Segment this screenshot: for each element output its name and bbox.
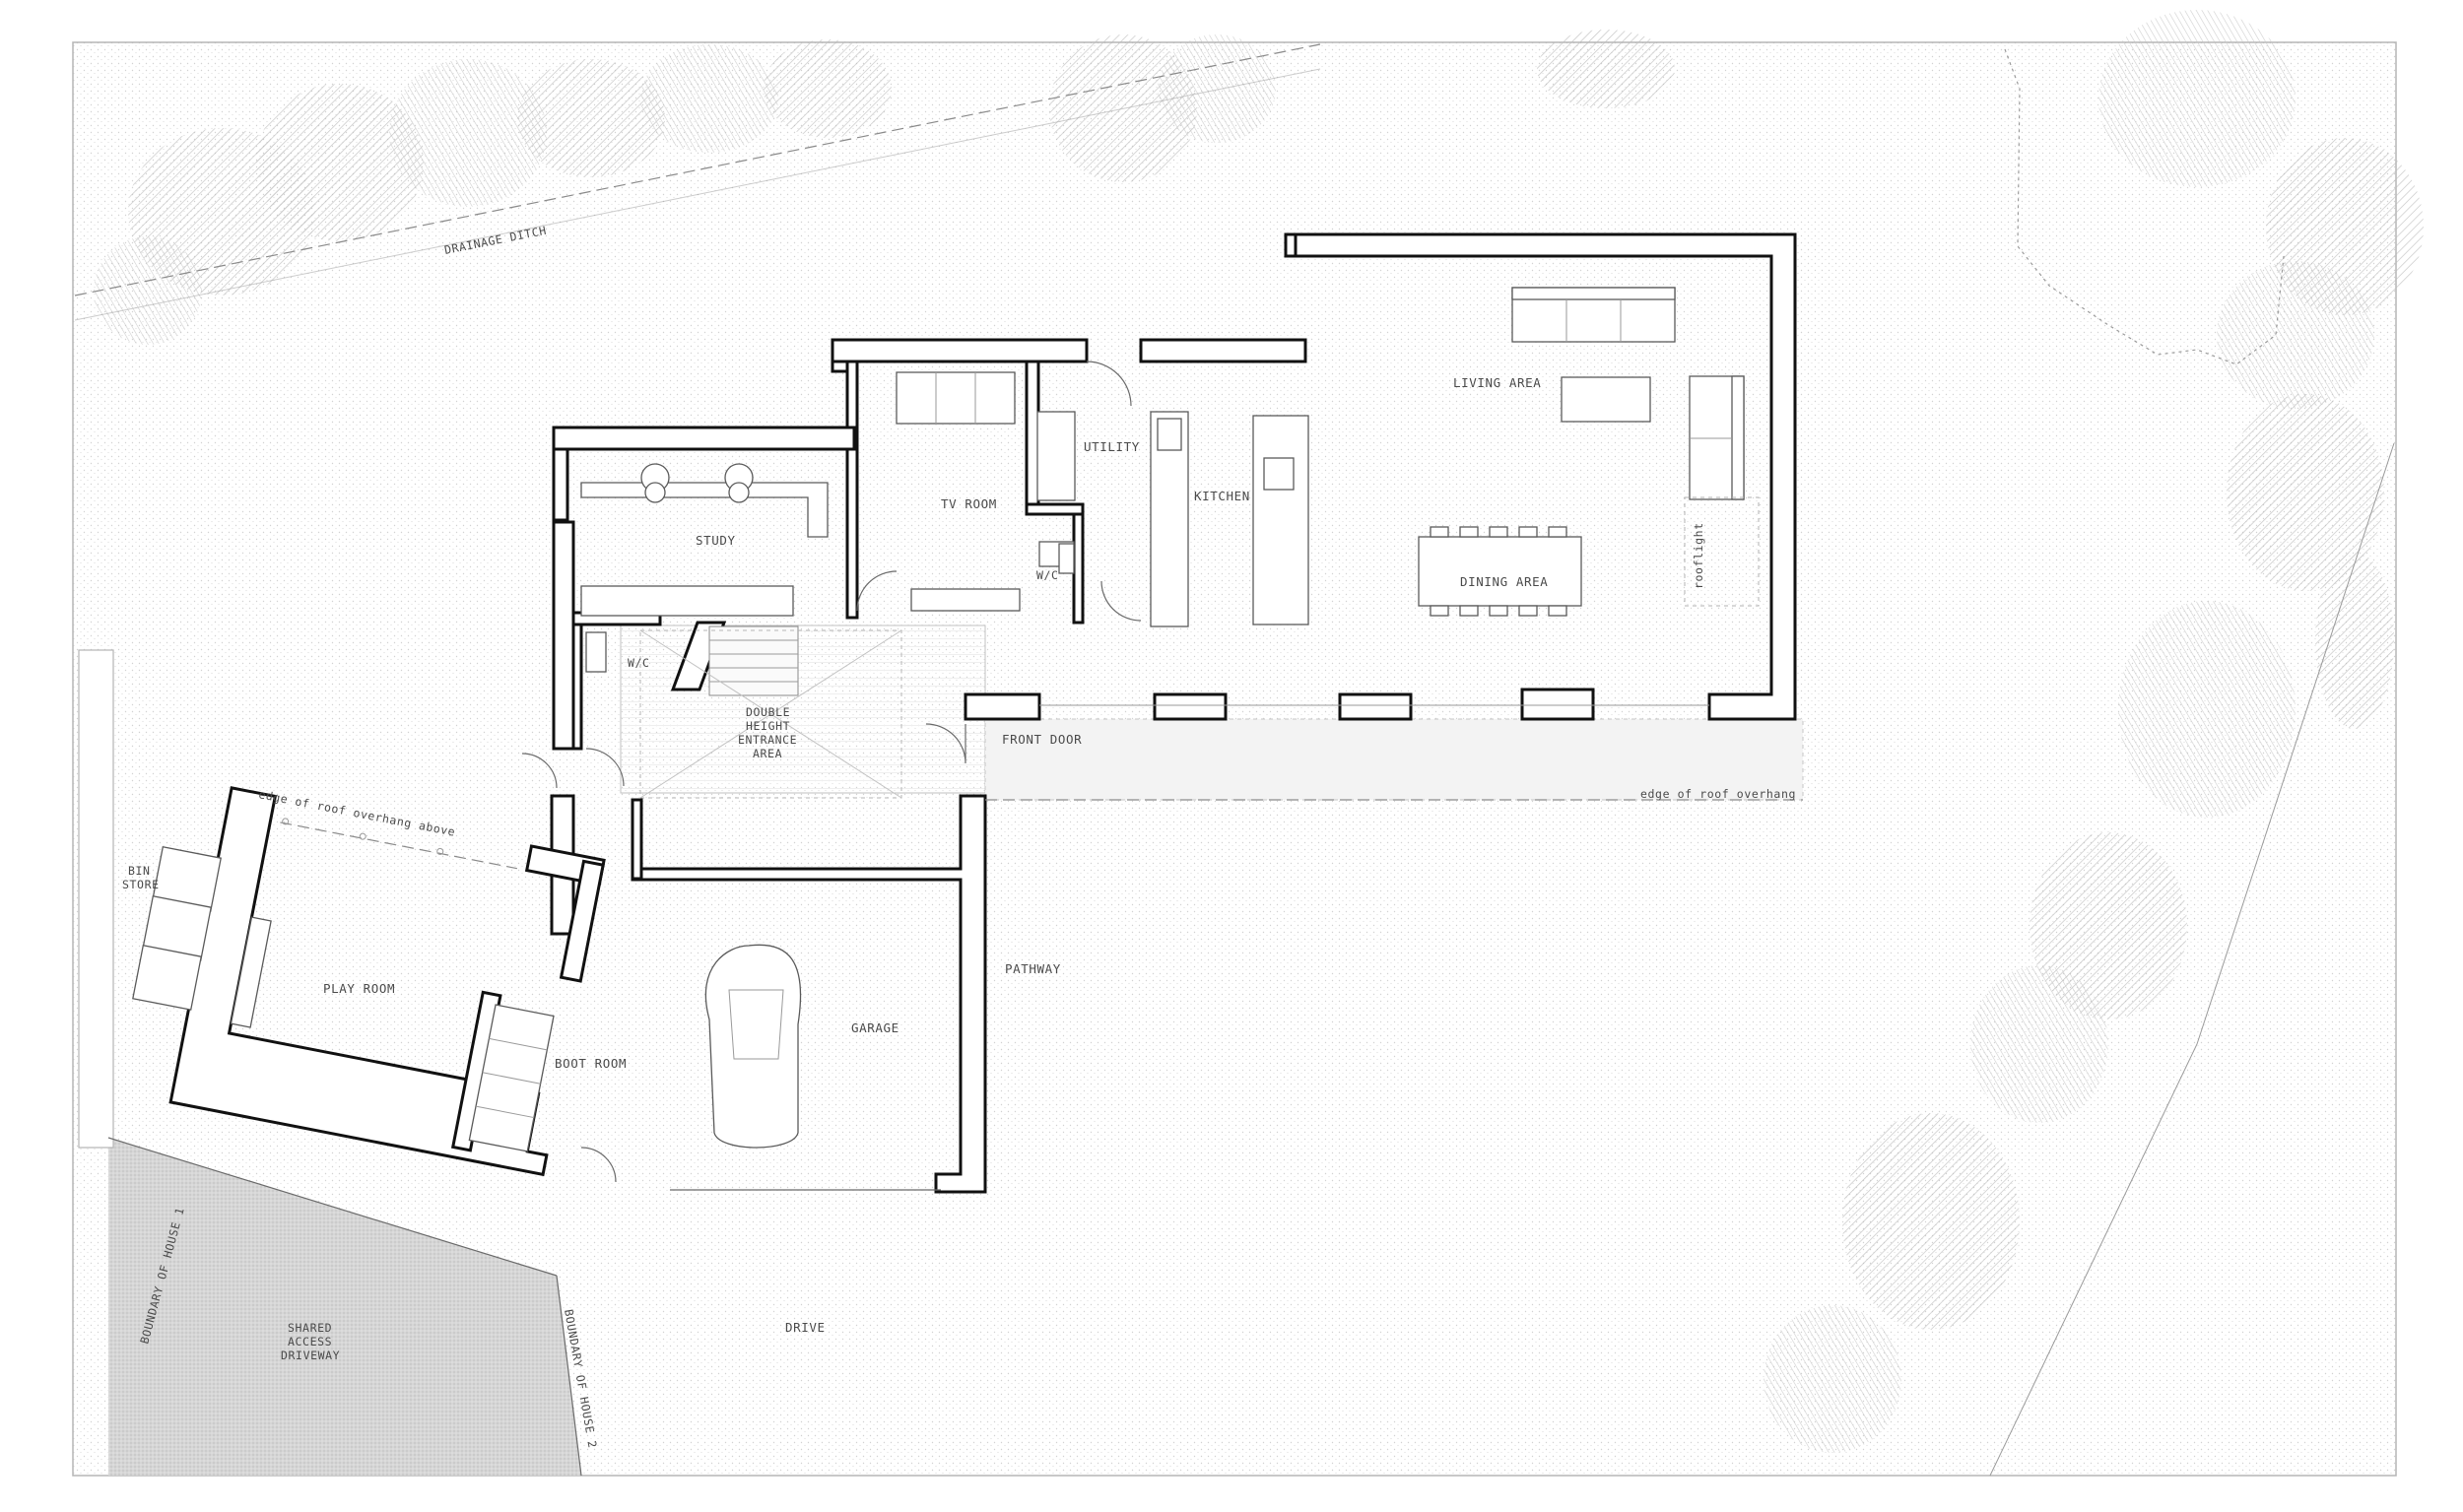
- shared-driveway-label-1: SHARED: [288, 1321, 332, 1335]
- entrance-label-4: AREA: [753, 747, 782, 760]
- site-boundary: [1989, 442, 2395, 1477]
- bin-store-label-1: BIN: [128, 864, 151, 878]
- wc-upper-label: W/C: [628, 656, 650, 670]
- tv-room-label: TV ROOM: [941, 496, 997, 511]
- neighbour-edge: [78, 649, 114, 1149]
- garage-label: GARAGE: [851, 1020, 899, 1035]
- dining-area-label: DINING AREA: [1460, 574, 1548, 589]
- drive-label: DRIVE: [785, 1320, 826, 1335]
- pathway-label: PATHWAY: [1005, 961, 1061, 976]
- shared-driveway-surface: [108, 1138, 581, 1476]
- boundary-line-house-1: [107, 1137, 558, 1277]
- play-room-label: PLAY ROOM: [323, 981, 395, 996]
- furniture: [580, 287, 1760, 1191]
- bin-store-label-2: STORE: [122, 878, 160, 891]
- tree-canopies: [94, 10, 2424, 1453]
- entrance-label-3: ENTRANCE: [738, 733, 797, 747]
- door-swings: [521, 361, 1142, 1183]
- entrance-label-1: DOUBLE: [746, 705, 790, 719]
- shared-driveway-label-3: DRIVEWAY: [281, 1348, 340, 1362]
- site-boundary-curve: [2004, 48, 2285, 365]
- study-label: STUDY: [696, 533, 736, 548]
- boundary-line-house-2: [556, 1275, 582, 1477]
- entrance-label-2: HEIGHT: [746, 719, 790, 733]
- rooflight-label: rooflight: [1692, 522, 1705, 589]
- terrace: [984, 718, 1804, 801]
- play-room-block: [168, 786, 606, 1177]
- entrance-paving: [620, 625, 986, 794]
- wc-lower-label: W/C: [1036, 568, 1059, 582]
- bin-store: [132, 845, 222, 1011]
- roof-overhang-label: edge of roof overhang: [1640, 787, 1796, 801]
- kitchen-label: KITCHEN: [1194, 489, 1250, 503]
- boot-room-label: BOOT ROOM: [555, 1056, 627, 1071]
- utility-label: UTILITY: [1084, 439, 1140, 454]
- living-area-label: LIVING AREA: [1453, 375, 1541, 390]
- shared-driveway-label-2: ACCESS: [288, 1335, 332, 1348]
- front-door-label: FRONT DOOR: [1002, 732, 1082, 747]
